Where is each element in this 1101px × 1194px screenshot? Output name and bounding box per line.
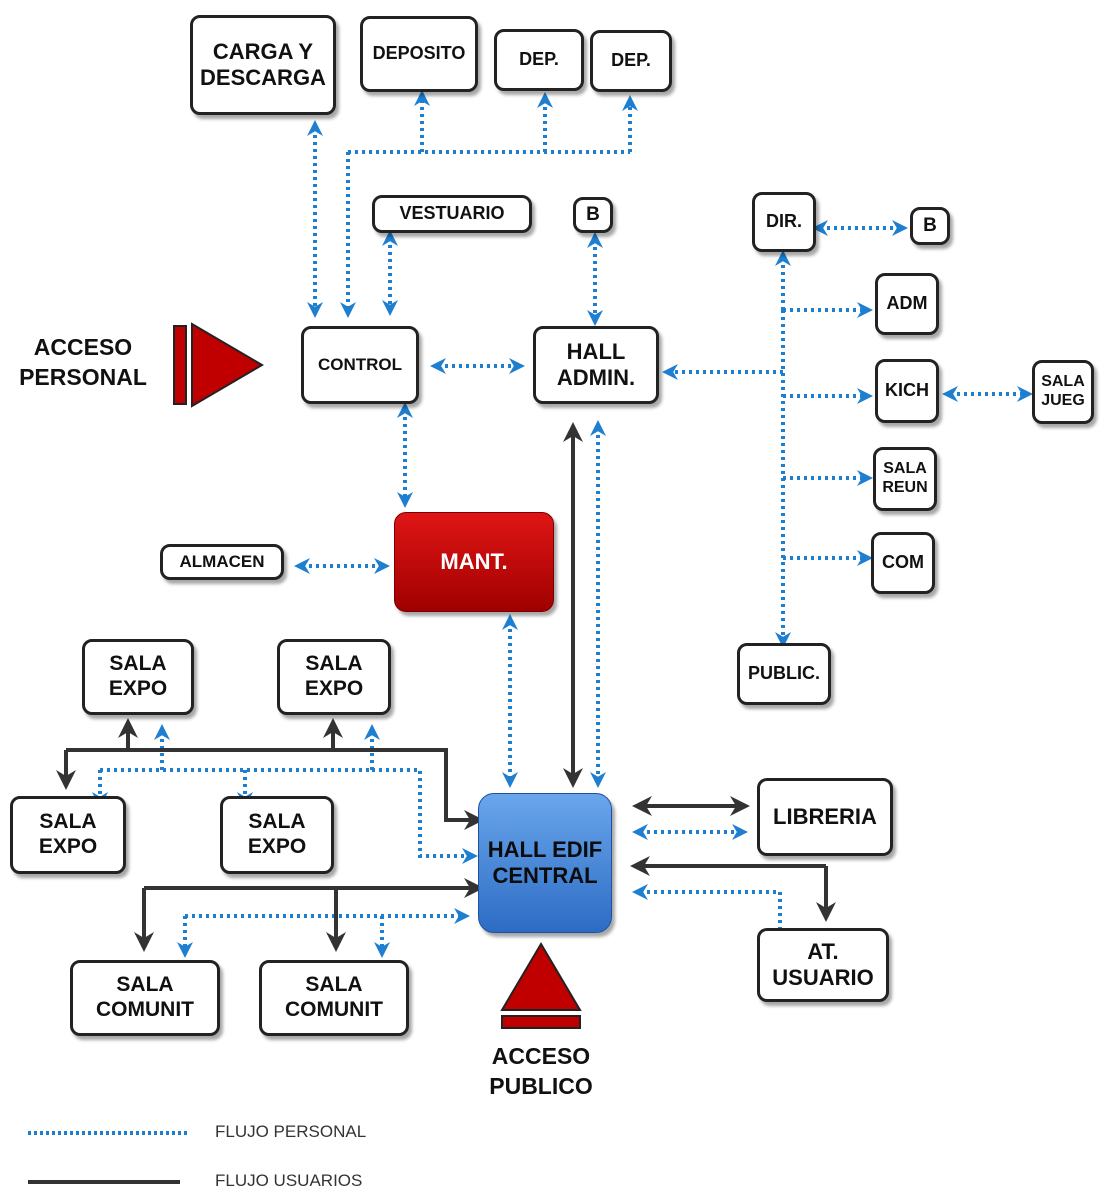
- staff-flow-lines: [92, 90, 1033, 958]
- node-mant: MANT.: [394, 512, 554, 612]
- node-sala-jueg: SALA JUEG: [1032, 360, 1094, 424]
- node-b-admin: B: [573, 197, 613, 233]
- node-adm: ADM: [875, 273, 939, 335]
- node-hall-central: HALL EDIF CENTRAL: [478, 793, 612, 933]
- node-b-dir: B: [910, 207, 950, 245]
- node-at-usuario: AT. USUARIO: [757, 928, 889, 1002]
- node-sala-expo-2: SALA EXPO: [277, 639, 391, 715]
- node-deposito: DEPOSITO: [360, 16, 478, 92]
- node-sala-expo-1: SALA EXPO: [82, 639, 194, 715]
- node-control: CONTROL: [301, 326, 419, 404]
- node-dir: DIR.: [752, 192, 816, 252]
- legend-user-flow-label: FLUJO USUARIOS: [215, 1171, 363, 1190]
- node-dep-2: DEP.: [590, 30, 672, 92]
- node-hall-admin: HALL ADMIN.: [533, 326, 659, 404]
- node-com: COM: [871, 532, 935, 594]
- node-almacen: ALMACEN: [160, 544, 284, 580]
- node-sala-expo-4: SALA EXPO: [220, 796, 334, 874]
- node-libreria: LIBRERIA: [757, 778, 893, 856]
- node-public: PUBLIC.: [737, 643, 831, 705]
- node-sala-comunit-1: SALA COMUNIT: [70, 960, 220, 1036]
- node-kich: KICH: [875, 359, 939, 423]
- personal-access-marker: [173, 322, 264, 408]
- public-access-marker: [500, 942, 582, 1029]
- user-flow-lines: [56, 422, 836, 952]
- legend-staff-flow-label: FLUJO PERSONAL: [215, 1122, 367, 1141]
- node-sala-comunit-2: SALA COMUNIT: [259, 960, 409, 1036]
- node-carga-descarga: CARGA Y DESCARGA: [190, 15, 336, 115]
- node-dep-1: DEP.: [494, 29, 584, 91]
- node-vestuario: VESTUARIO: [372, 195, 532, 233]
- acceso-publico-label: ACCESO PUBLICO: [489, 1043, 593, 1099]
- node-sala-reun: SALA REUN: [873, 447, 937, 511]
- node-sala-expo-3: SALA EXPO: [10, 796, 126, 874]
- acceso-personal-label: ACCESO PERSONAL: [19, 334, 147, 390]
